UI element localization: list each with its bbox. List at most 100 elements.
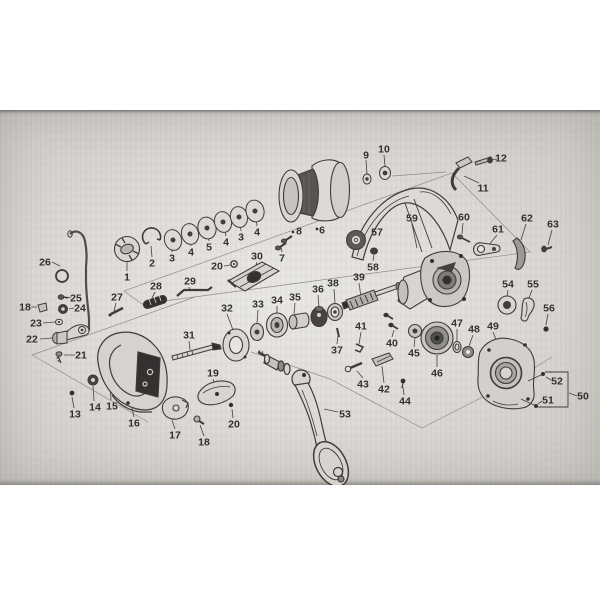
side-cover-drawing bbox=[452, 337, 536, 410]
rotor-washers-drawing bbox=[362, 166, 391, 185]
part-label-60: 60 bbox=[458, 212, 470, 224]
part-label-52: 52 bbox=[551, 376, 563, 388]
oscillation-parts-drawing bbox=[344, 312, 406, 389]
rotor-nut-drawing bbox=[346, 230, 378, 255]
part-label-12: 12 bbox=[495, 153, 507, 165]
part-label-32: 32 bbox=[221, 303, 233, 315]
part-label-3: 3 bbox=[238, 232, 244, 244]
part-label-18: 18 bbox=[198, 437, 210, 449]
spool-screws-drawing bbox=[274, 230, 295, 251]
oscillating-shaft-drawing bbox=[171, 342, 222, 361]
part-label-31: 31 bbox=[183, 330, 195, 342]
part-label-14: 14 bbox=[89, 402, 101, 414]
bail-lever-drawing bbox=[450, 156, 493, 192]
line-clip-tube-drawing bbox=[55, 230, 91, 331]
part-label-50: 50 bbox=[577, 391, 589, 403]
part-label-62: 62 bbox=[521, 213, 533, 225]
drive-gear-drawing bbox=[407, 321, 454, 355]
part-label-36: 36 bbox=[312, 284, 324, 296]
part-label-7: 7 bbox=[279, 253, 285, 265]
part-label-57: 57 bbox=[371, 227, 383, 239]
clip-drawing bbox=[141, 227, 162, 245]
part-label-5: 5 bbox=[206, 242, 212, 254]
part-label-4: 4 bbox=[188, 247, 194, 259]
screw-set-bracket-drawing bbox=[520, 371, 569, 408]
part-label-56: 56 bbox=[543, 303, 555, 315]
part-label-59: 59 bbox=[406, 213, 418, 225]
part-label-26: 26 bbox=[39, 257, 51, 269]
part-label-44: 44 bbox=[399, 396, 411, 408]
part-label-17: 17 bbox=[169, 430, 181, 442]
part-label-27: 27 bbox=[111, 292, 123, 304]
drivetrain-drawing bbox=[222, 302, 344, 362]
part-label-20: 20 bbox=[211, 261, 223, 273]
part-label-16: 16 bbox=[128, 418, 140, 430]
part-label-61: 61 bbox=[492, 224, 504, 236]
part-label-54: 54 bbox=[502, 279, 514, 291]
part-label-22: 22 bbox=[26, 334, 38, 346]
part-label-21: 21 bbox=[75, 350, 87, 362]
reel-body-drawing bbox=[97, 331, 168, 413]
part-label-63: 63 bbox=[547, 219, 559, 231]
part-label-25: 25 bbox=[70, 293, 82, 305]
part-label-33: 33 bbox=[252, 299, 264, 311]
part-label-49: 49 bbox=[487, 321, 499, 333]
part-label-18: 18 bbox=[19, 302, 31, 314]
part-label-55: 55 bbox=[527, 279, 539, 291]
part-label-24: 24 bbox=[74, 303, 86, 315]
part-label-41: 41 bbox=[355, 321, 367, 333]
line-roller-cluster-drawing bbox=[37, 294, 90, 364]
clutch-assembly-drawing bbox=[226, 260, 281, 292]
drag-washer-stack-drawing bbox=[163, 199, 265, 251]
part-label-29: 29 bbox=[184, 276, 196, 288]
part-label-39: 39 bbox=[353, 272, 365, 284]
exploded-diagram-svg: 1234543467891011121314151617181920182021… bbox=[19, 144, 589, 485]
part-label-37: 37 bbox=[331, 345, 343, 357]
left-wedge-upper-line bbox=[31, 296, 196, 356]
part-label-46: 46 bbox=[431, 368, 443, 380]
part-label-11: 11 bbox=[477, 183, 488, 195]
body-front-drawing bbox=[397, 250, 471, 310]
part-label-9: 9 bbox=[363, 150, 369, 162]
part-label-40: 40 bbox=[386, 338, 398, 350]
part-label-13: 13 bbox=[69, 409, 81, 421]
part-label-43: 43 bbox=[357, 379, 369, 391]
paper-texture bbox=[0, 110, 600, 485]
stem-grommet-drawing bbox=[497, 295, 549, 332]
part-label-38: 38 bbox=[327, 278, 339, 290]
part-label-28: 28 bbox=[150, 281, 162, 293]
part-label-6: 6 bbox=[319, 225, 325, 237]
part-label-53: 53 bbox=[339, 409, 351, 421]
part-label-15: 15 bbox=[106, 401, 118, 413]
part-label-4: 4 bbox=[223, 237, 229, 249]
part-label-23: 23 bbox=[30, 318, 42, 330]
part-label-35: 35 bbox=[289, 292, 301, 304]
rotor-drawing bbox=[351, 187, 459, 261]
part-label-45: 45 bbox=[408, 348, 420, 360]
part-label-42: 42 bbox=[378, 384, 390, 396]
part-label-2: 2 bbox=[149, 258, 155, 270]
part-label-10: 10 bbox=[378, 144, 390, 156]
bail-trip-parts-drawing bbox=[456, 234, 553, 270]
part-label-51: 51 bbox=[542, 395, 554, 407]
photo-bottom-edge bbox=[0, 478, 600, 485]
part-label-4: 4 bbox=[254, 227, 260, 239]
body-covers-drawing bbox=[161, 380, 236, 425]
part-label-1: 1 bbox=[124, 272, 130, 284]
part-label-20: 20 bbox=[228, 419, 240, 431]
bail-axis-line bbox=[391, 171, 447, 177]
spool-drawing bbox=[278, 159, 351, 231]
left-wedge-lower-line bbox=[31, 354, 149, 423]
part-label-19: 19 bbox=[207, 368, 219, 380]
part-label-34: 34 bbox=[271, 295, 283, 307]
kick-spring-drawing bbox=[108, 286, 213, 317]
part-label-58: 58 bbox=[367, 262, 379, 274]
part-label-47: 47 bbox=[451, 318, 463, 330]
part-label-48: 48 bbox=[468, 324, 480, 336]
part-label-30: 30 bbox=[251, 251, 263, 263]
handle-drawing bbox=[257, 349, 350, 485]
part-label-8: 8 bbox=[296, 226, 302, 238]
